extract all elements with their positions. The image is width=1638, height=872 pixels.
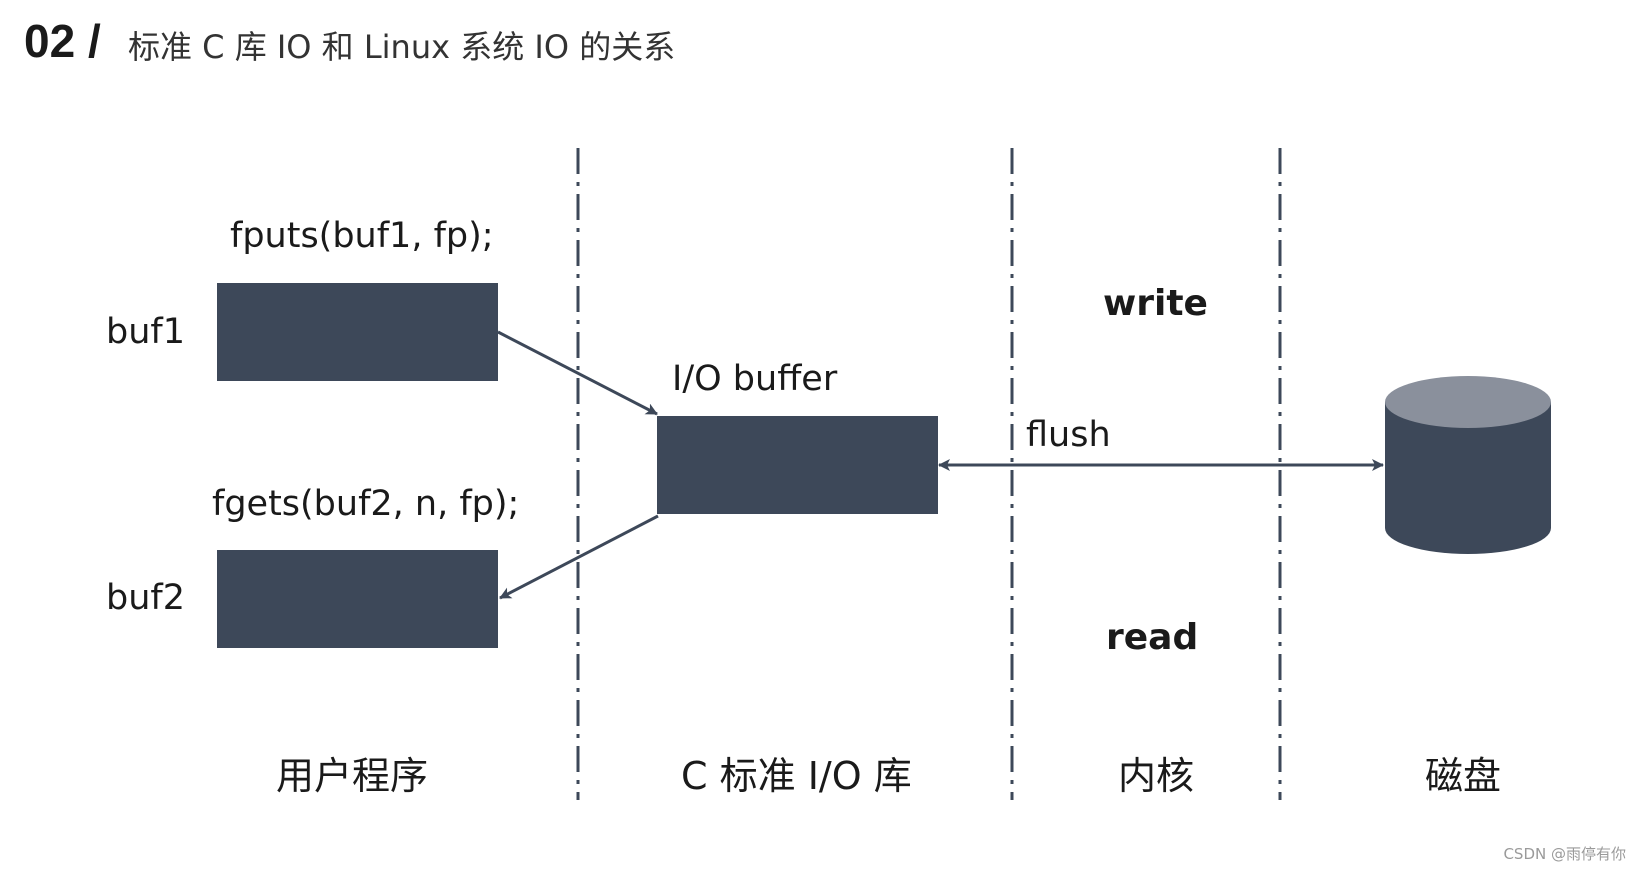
buf2-block [217, 550, 498, 648]
disk-icon [1385, 376, 1551, 554]
column-disk: 磁盘 [1425, 754, 1502, 798]
arrow-buffer-to-buf2 [499, 514, 659, 600]
column-user-program: 用户程序 [276, 754, 429, 798]
arrow-buf1-to-buffer [497, 330, 658, 416]
section-title: 标准 C 库 IO 和 Linux 系统 IO 的关系 [128, 28, 676, 66]
fputs-call: fputs(buf1, fp); [230, 216, 494, 256]
io-buffer-label: I/O buffer [672, 359, 838, 399]
section-number: 02 / [24, 15, 101, 67]
watermark: CSDN @雨停有你 [1503, 845, 1626, 863]
buf1-block [217, 283, 498, 381]
flush-label: flush [1026, 415, 1111, 455]
io-buffer-block [657, 416, 938, 514]
column-kernel: 内核 [1118, 754, 1195, 798]
buf2-label: buf2 [106, 578, 185, 618]
buf1-label: buf1 [106, 312, 185, 352]
fgets-call: fgets(buf2, n, fp); [212, 484, 520, 524]
column-c-library: C 标准 I/O 库 [681, 754, 912, 798]
read-label: read [1106, 617, 1199, 658]
write-label: write [1103, 283, 1208, 324]
